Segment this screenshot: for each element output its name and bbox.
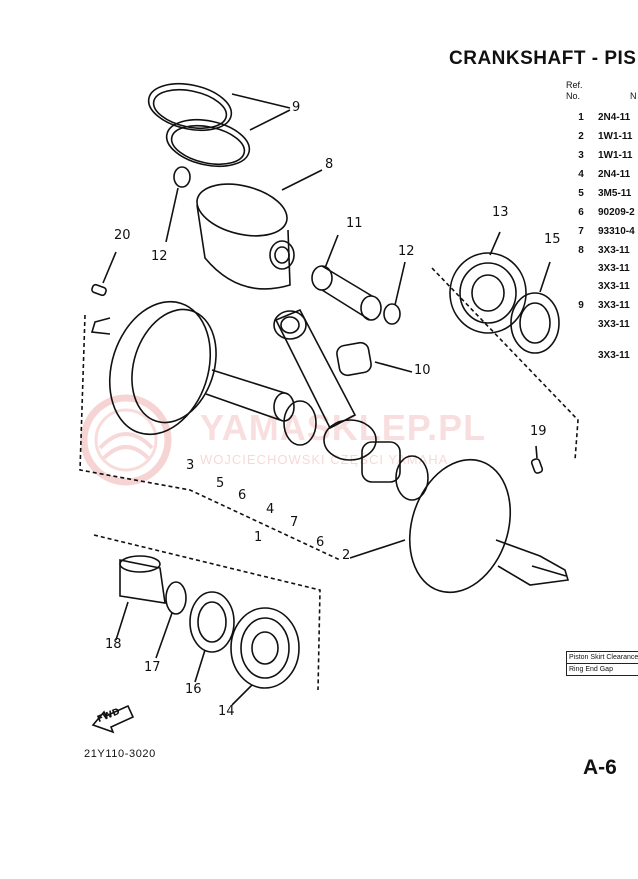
left-crank-web xyxy=(108,300,212,436)
callout-number: 17 xyxy=(144,660,161,675)
callout-number: 8 xyxy=(325,157,334,172)
spec-row: Piston Skirt Clearance xyxy=(569,654,638,661)
ref-number: 5 xyxy=(578,188,584,199)
page-title: CRANKSHAFT - PIS xyxy=(449,48,637,69)
part-number: 93310-4 xyxy=(598,226,635,237)
part-number: 1W1-11 xyxy=(598,150,633,161)
ref-number: 3 xyxy=(578,150,584,161)
bearing-14 xyxy=(230,607,300,689)
callout-number: 5 xyxy=(216,476,225,491)
ref-column-header: Ref.No. xyxy=(566,80,583,102)
part-number: 3M5-11 xyxy=(598,188,632,199)
callout-number: 2 xyxy=(342,548,351,563)
ref-number: 4 xyxy=(578,169,584,180)
piston-ring-bottom xyxy=(165,118,251,168)
part-number: 3X3-11 xyxy=(598,300,630,311)
circlip-right xyxy=(383,303,401,325)
ref-number: 1 xyxy=(578,112,584,123)
callout-number: 4 xyxy=(266,502,275,517)
callout-number: 11 xyxy=(346,216,363,231)
page-number: A-6 xyxy=(583,756,617,779)
ref-number: 7 xyxy=(578,226,584,237)
oil-seal-15 xyxy=(510,292,560,354)
callout-number: 18 xyxy=(105,637,122,652)
part-number: 3X3-11 xyxy=(598,281,630,292)
part-number: 2N4-11 xyxy=(598,112,631,123)
small-end-bearing xyxy=(336,341,372,377)
part-number: 3X3-11 xyxy=(598,263,630,274)
circlip-left xyxy=(173,166,191,188)
oil-seal-16 xyxy=(189,591,235,653)
part-number: 2N4-11 xyxy=(598,169,631,180)
o-ring-17 xyxy=(165,581,187,615)
spec-row: Ring End Gap xyxy=(567,663,638,675)
key-20 xyxy=(91,283,107,297)
drawing-code: 21Y110-3020 xyxy=(84,748,156,760)
watermark-subtitle: WOJCIECHOWSKI CZĘŚCI YAMAHA xyxy=(200,452,449,467)
part-number-column-header: N xyxy=(630,91,637,101)
part-number: 1W1-11 xyxy=(598,131,633,142)
collar-18 xyxy=(119,559,166,604)
ref-number: 9 xyxy=(578,300,584,311)
callout-number: 14 xyxy=(218,704,235,719)
callout-number: 13 xyxy=(492,205,509,220)
ref-number: 8 xyxy=(578,245,584,256)
callout-number: 16 xyxy=(185,682,202,697)
piston xyxy=(196,183,288,237)
ref-header-text: Ref.No. xyxy=(566,80,583,101)
right-crank-web xyxy=(408,458,512,594)
part-number: 90209-2 xyxy=(598,207,635,218)
watermark-title: YAMASKLEP.PL xyxy=(200,407,487,448)
callout-number: 19 xyxy=(530,424,547,439)
big-end-bearing xyxy=(361,441,401,483)
ref-number: 6 xyxy=(578,207,584,218)
callout-number: 6 xyxy=(316,535,325,550)
part-number: 3X3-11 xyxy=(598,319,630,330)
callout-number: 3 xyxy=(186,458,195,473)
callout-number: 7 xyxy=(290,515,299,530)
callout-number: 1 xyxy=(254,530,263,545)
part-number: 3X3-11 xyxy=(598,245,630,256)
callout-number: 20 xyxy=(114,228,131,243)
key-19 xyxy=(530,458,544,474)
callout-number: 6 xyxy=(238,488,247,503)
ref-number: 2 xyxy=(578,131,584,142)
part-number: 3X3-11 xyxy=(598,350,630,361)
bearing-13 xyxy=(449,252,527,334)
callout-number: 12 xyxy=(151,249,168,264)
thrust-washer xyxy=(283,400,317,446)
callout-number: 15 xyxy=(544,232,561,247)
callout-number: 10 xyxy=(414,363,431,378)
callout-number: 9 xyxy=(292,100,301,115)
callout-number: 12 xyxy=(398,244,415,259)
connecting-rod xyxy=(274,308,357,430)
piston-ring-top xyxy=(147,82,233,132)
